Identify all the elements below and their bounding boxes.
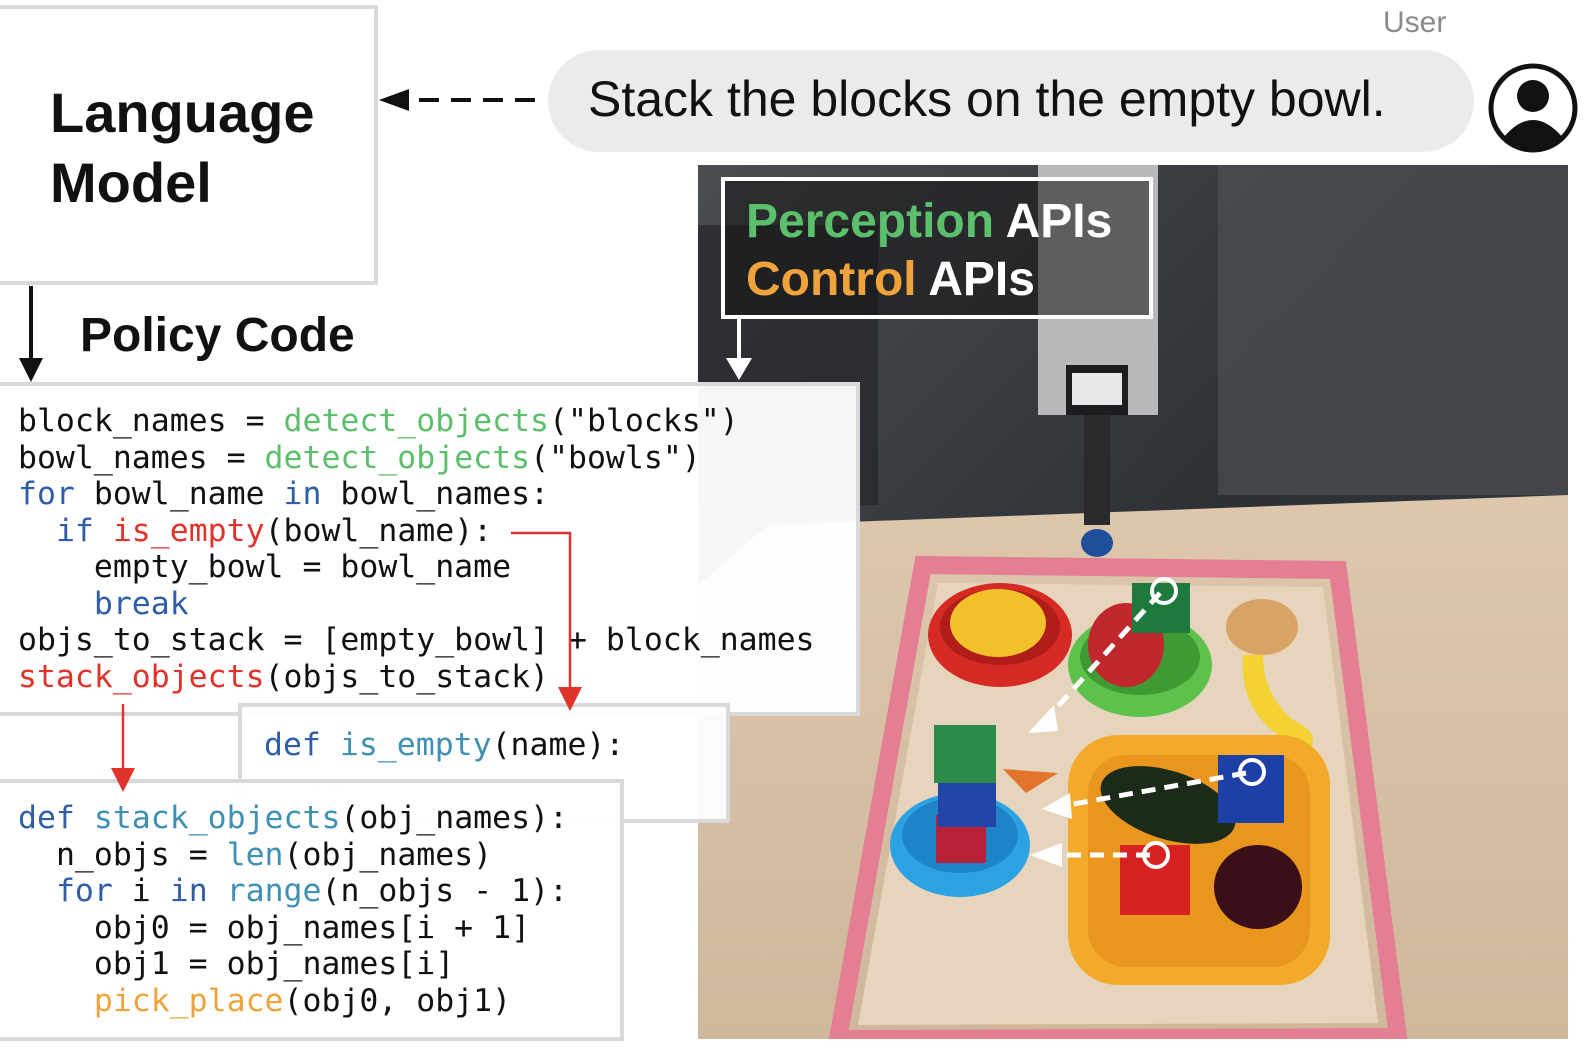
code-line-7: objs_to_stack = [empty_bowl] + block_nam…	[18, 622, 815, 658]
code-line-6: break	[93, 585, 189, 622]
is-empty-call: is_empty	[112, 512, 265, 549]
language-model-line2: Model	[50, 151, 212, 214]
user-avatar-icon	[1488, 63, 1578, 153]
apis-to-code-arrow	[726, 318, 752, 380]
stack-line-4: obj0 = obj_names[i + 1]	[93, 909, 531, 946]
is-empty-def: is_empty	[339, 727, 492, 763]
stack-line-1: def stack_objects(obj_names):	[18, 800, 568, 836]
detect-objects-call: detect_objects	[283, 403, 550, 439]
code-line-1: block_names = detect_objects("blocks")	[18, 403, 739, 439]
pick-place-call: pick_place	[93, 982, 284, 1019]
code-line-2: bowl_names = detect_objects("bowls")	[18, 439, 701, 476]
control-apis-label: Control APIs	[746, 252, 1035, 307]
stack-line-2: n_objs = len(obj_names)	[55, 836, 493, 873]
stack-line-5: obj1 = obj_names[i]	[93, 946, 455, 982]
stack-line-3: for i in range(n_objs - 1):	[55, 873, 569, 909]
policy-code-label: Policy Code	[80, 309, 355, 362]
is-empty-code: def is_empty(name): ...	[264, 727, 624, 803]
stack-objects-call: stack_objects	[18, 658, 265, 695]
perception-word: Perception	[746, 195, 995, 248]
stack-objects-code: def stack_objects(obj_names): n_objs = l…	[18, 800, 568, 1019]
stack-objects-def: stack_objects	[93, 800, 341, 836]
code-line-4: if is_empty(bowl_name):	[55, 512, 493, 549]
stack-objects-connector-arrow	[111, 704, 135, 792]
user-label: User	[1383, 6, 1447, 39]
main-code: block_names = detect_objects("blocks") b…	[18, 403, 815, 695]
control-word: Control	[746, 253, 917, 306]
code-line-5: empty_bowl = bowl_name	[93, 549, 512, 585]
apis-box	[721, 177, 1153, 319]
stack-objects-code-box	[0, 779, 624, 1041]
instruction-text: Stack the blocks on the empty bowl.	[588, 71, 1386, 127]
language-model-box	[0, 5, 378, 285]
code-line-8: stack_objects(objs_to_stack)	[18, 658, 550, 695]
code-line-3: for bowl_name in bowl_names:	[18, 476, 550, 512]
detect-objects-call-2: detect_objects	[264, 439, 531, 476]
is-empty-connector-arrow	[511, 531, 582, 711]
control-apis-word: APIs	[928, 253, 1035, 306]
instruction-to-lm-arrow	[379, 89, 535, 111]
perception-apis-label: Perception APIs	[746, 194, 1112, 249]
perception-apis-word: APIs	[1005, 195, 1113, 248]
language-model-line1: Language	[50, 81, 315, 144]
lm-to-code-arrow	[19, 286, 43, 382]
language-model-title: Language Model	[50, 78, 314, 218]
instruction-bubble	[548, 50, 1474, 152]
stack-line-6: pick_place(obj0, obj1)	[93, 982, 512, 1019]
